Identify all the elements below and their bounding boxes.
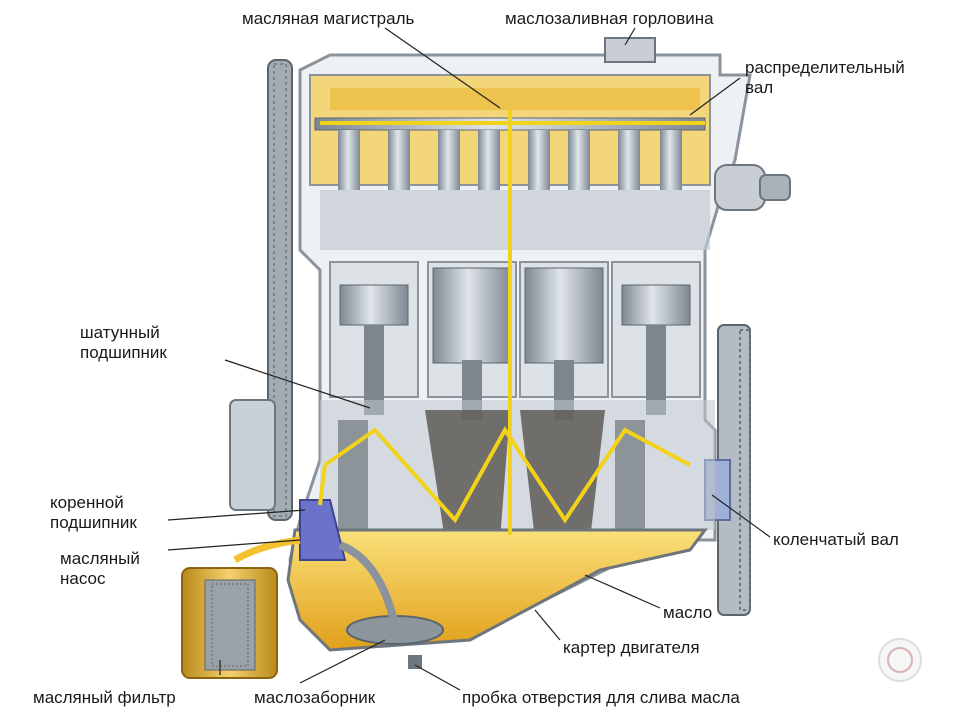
- label-camshaft: распределительный вал: [745, 58, 905, 97]
- valves: [320, 130, 710, 250]
- label-drain-plug: пробка отверстия для слива масла: [462, 688, 740, 707]
- label-oil-pan: картер двигателя: [563, 638, 700, 657]
- label-crankshaft: коленчатый вал: [773, 530, 899, 549]
- flywheel: [704, 164, 791, 616]
- label-oil-filter: масляный фильтр: [33, 688, 176, 707]
- label-conrod-bearing: шатунный подшипник: [80, 323, 167, 362]
- oil-passages: [318, 110, 705, 535]
- label-main-bearing: коренной подшипник: [50, 493, 137, 532]
- label-oil-gallery: масляная магистраль: [242, 9, 415, 28]
- oil-filter: [181, 567, 278, 679]
- cylinders: [329, 261, 701, 420]
- timing-gear: [229, 59, 293, 521]
- label-oil: масло: [663, 603, 713, 622]
- seal-icon: [878, 638, 922, 682]
- label-oil-filler-neck: маслозаливная горловина: [505, 9, 714, 28]
- label-oil-pump: масляный насос: [60, 549, 140, 588]
- oil-pump: [233, 499, 399, 626]
- crankshaft: [320, 400, 715, 540]
- label-oil-pickup: маслозаборник: [254, 688, 376, 707]
- leader-lines: [167, 27, 771, 691]
